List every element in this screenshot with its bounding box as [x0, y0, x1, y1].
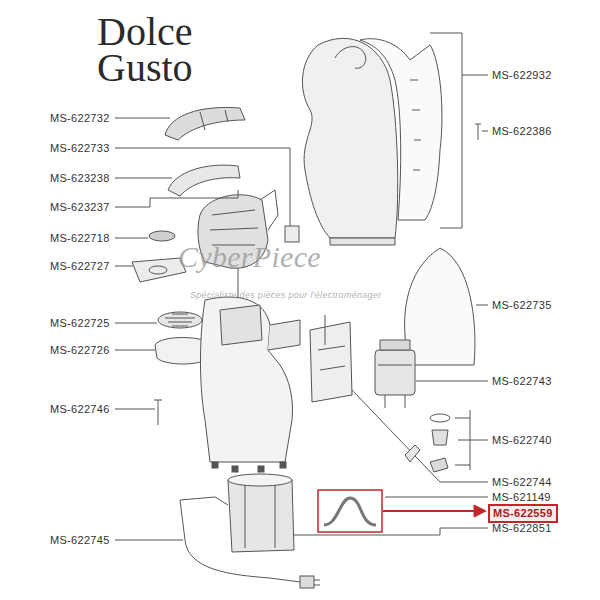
part-number: MS-622743	[492, 375, 552, 388]
part-number: MS-622559	[493, 507, 553, 520]
part-number: MS-623237	[50, 201, 110, 214]
part-number: MS-623238	[50, 172, 110, 185]
watermark-tagline: Spécialiste des pièces pour l'électromén…	[190, 290, 382, 301]
part-number: MS-622740	[492, 434, 552, 447]
part-number: MS-622718	[50, 232, 110, 245]
part-number: MS-622746	[50, 403, 110, 416]
part-number: MS-622744	[492, 476, 552, 489]
part-number: MS-622932	[492, 69, 552, 82]
part-number: MS-622735	[492, 299, 552, 312]
part-number: MS-622386	[492, 125, 552, 138]
part-number: MS-621149	[492, 491, 551, 504]
part-number: MS-622725	[50, 317, 110, 330]
part-number: MS-622733	[50, 142, 110, 155]
part-number: MS-622727	[50, 260, 110, 273]
highlight-box: MS-622559	[488, 504, 558, 523]
part-number: MS-622726	[50, 344, 110, 357]
part-number: MS-622732	[50, 112, 110, 125]
part-number: MS-622745	[50, 534, 110, 547]
brand-logo: Dolce Gusto	[97, 14, 227, 86]
part-number: MS-622851	[492, 522, 552, 535]
watermark: CyberPiece	[178, 240, 321, 274]
